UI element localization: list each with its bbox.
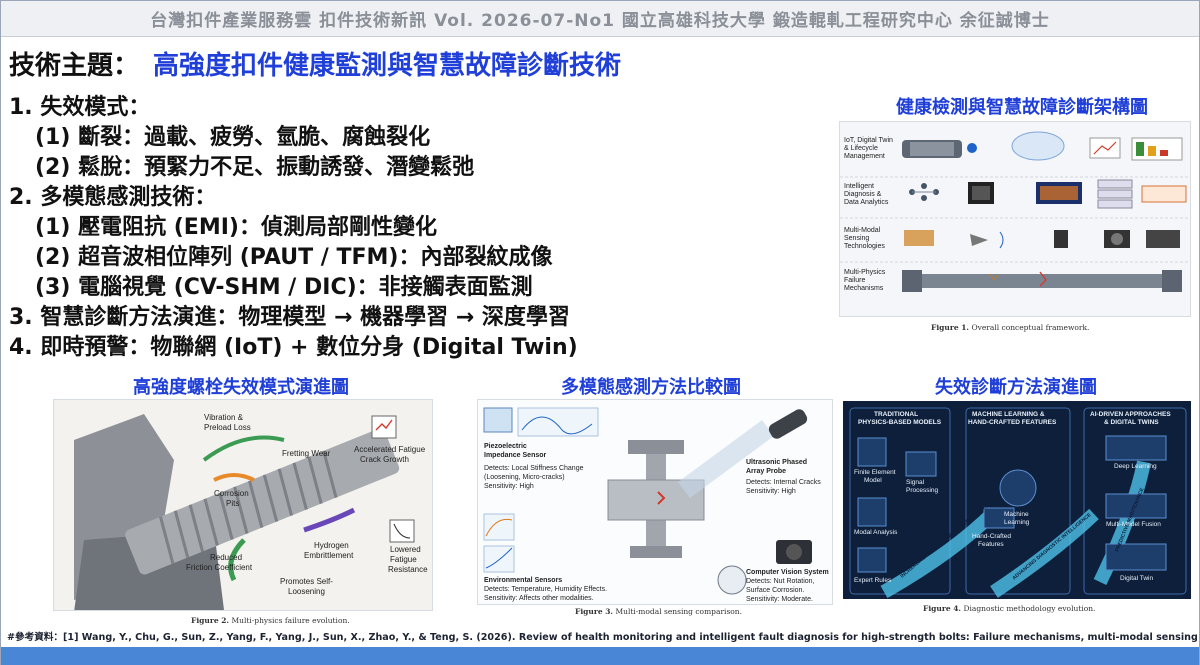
- outline-item: (1) 斷裂：過載、疲勞、氫脆、腐蝕裂化: [35, 125, 431, 150]
- svg-text:Fatigue: Fatigue: [390, 555, 417, 564]
- svg-text:Modal Analysis: Modal Analysis: [854, 529, 898, 536]
- svg-text:Array Probe: Array Probe: [746, 468, 786, 475]
- outline-item: 4. 即時預警：物聯網 (IoT) + 數位分身 (Digital Twin): [9, 335, 578, 360]
- diagnosis-figure: TRADITIONAL PHYSICS-BASED MODELS MACHINE…: [843, 401, 1191, 599]
- svg-text:Digital Twin: Digital Twin: [1120, 575, 1154, 582]
- outline-item: 2. 多模態感測技術：: [9, 185, 217, 210]
- svg-text:Fretting Wear: Fretting Wear: [282, 449, 331, 458]
- svg-text:PHYSICS-BASED MODELS: PHYSICS-BASED MODELS: [858, 419, 942, 426]
- svg-text:Diagnosis &: Diagnosis &: [844, 191, 882, 198]
- framework-figure-title: 健康檢測與智慧故障診斷架構圖: [896, 97, 1148, 118]
- svg-text:Sensing: Sensing: [844, 235, 869, 242]
- sensing-figure: Piezoelectric Impedance Sensor Detects: …: [477, 399, 833, 605]
- outline-item: (3) 電腦視覺 (CV-SHM / DIC)：非接觸表面監測: [35, 275, 533, 300]
- svg-text:Corrosion: Corrosion: [214, 489, 249, 498]
- svg-text:Pits: Pits: [226, 499, 239, 508]
- svg-text:Learning: Learning: [1004, 519, 1030, 526]
- svg-text:IoT, Digital Twin: IoT, Digital Twin: [844, 137, 893, 144]
- diagnosis-figure-title: 失效診斷方法演進圖: [935, 377, 1097, 398]
- svg-text:Sensitivity: High: Sensitivity: High: [484, 483, 534, 490]
- svg-text:Promotes Self-: Promotes Self-: [280, 577, 333, 586]
- svg-text:& Lifecycle: & Lifecycle: [844, 145, 878, 152]
- svg-text:Sensitivity: Affects other mod: Sensitivity: Affects other modalities.: [484, 595, 594, 602]
- svg-text:Friction Coefficient: Friction Coefficient: [186, 563, 253, 572]
- outline-item: 3. 智慧診斷方法演進：物理模型 → 機器學習 → 深度學習: [9, 305, 570, 330]
- framework-caption: Figure 1. Overall conceptual framework.: [931, 323, 1090, 332]
- diagnosis-caption: Figure 4. Diagnostic methodology evoluti…: [923, 604, 1096, 613]
- svg-text:Detects: Temperature, Humidity: Detects: Temperature, Humidity Effects.: [484, 586, 607, 593]
- svg-text:Detects: Internal Cracks: Detects: Internal Cracks: [746, 479, 821, 486]
- svg-text:Data Analytics: Data Analytics: [844, 199, 889, 206]
- svg-text:Hand-Crafted: Hand-Crafted: [972, 533, 1011, 540]
- reference-text: #參考資料：[1] Wang, Y., Chu, G., Sun, Z., Ya…: [7, 632, 1197, 643]
- svg-text:Multi-Physics: Multi-Physics: [844, 269, 886, 276]
- svg-text:Processing: Processing: [906, 487, 939, 494]
- svg-text:Crack Growth: Crack Growth: [360, 455, 409, 464]
- outline-item: (1) 壓電阻抗 (EMI)：偵測局部剛性變化: [35, 215, 437, 240]
- svg-text:Mechanisms: Mechanisms: [844, 285, 884, 292]
- svg-text:Ultrasonic Phased: Ultrasonic Phased: [746, 459, 807, 466]
- svg-text:Vibration &: Vibration &: [204, 413, 244, 422]
- svg-text:Multi-Modal: Multi-Modal: [844, 227, 881, 234]
- svg-text:Multi-Model Fusion: Multi-Model Fusion: [1106, 521, 1161, 528]
- svg-text:Accelerated Fatigue: Accelerated Fatigue: [354, 445, 426, 454]
- svg-text:Detects: Local Stiffness Chang: Detects: Local Stiffness Change: [484, 465, 584, 472]
- footer-bar: [1, 647, 1199, 665]
- svg-text:Signal: Signal: [906, 479, 925, 486]
- topic-line: 技術主題： 高強度扣件健康監測與智慧故障診斷技術: [9, 45, 621, 82]
- sensing-caption: Figure 3. Multi-modal sensing comparison…: [575, 607, 743, 616]
- topic-title: 高強度扣件健康監測與智慧故障診斷技術: [153, 51, 622, 81]
- newsletter-header: 台灣扣件產業服務雲 扣件技術新訊 Vol. 2026-07-No1 國立高雄科技…: [1, 1, 1199, 37]
- svg-text:Reduced: Reduced: [210, 553, 242, 562]
- svg-text:Machine: Machine: [1004, 511, 1029, 518]
- svg-text:Environmental Sensors: Environmental Sensors: [484, 577, 562, 584]
- outline-item: (2) 鬆脫：預緊力不足、振動誘發、潛變鬆弛: [35, 155, 475, 180]
- svg-text:Management: Management: [844, 153, 885, 160]
- outline-item: 1. 失效模式：: [9, 95, 151, 120]
- svg-text:Surface Corrosion.: Surface Corrosion.: [746, 587, 804, 594]
- svg-text:Embrittlement: Embrittlement: [304, 551, 354, 560]
- svg-text:HAND-CRAFTED FEATURES: HAND-CRAFTED FEATURES: [968, 419, 1057, 426]
- svg-text:MACHINE LEARNING &: MACHINE LEARNING &: [972, 411, 1045, 418]
- svg-text:Resistance: Resistance: [388, 565, 428, 574]
- svg-text:Technologies: Technologies: [844, 243, 885, 250]
- outline-list: 1. 失效模式： (1) 斷裂：過載、疲勞、氫脆、腐蝕裂化 (2) 鬆脫：預緊力…: [9, 93, 839, 365]
- svg-text:Impedance Sensor: Impedance Sensor: [484, 452, 547, 459]
- svg-text:Computer Vision System: Computer Vision System: [746, 569, 829, 576]
- svg-text:(Loosening, Micro-cracks): (Loosening, Micro-cracks): [484, 474, 565, 481]
- svg-text:Detects: Nut Rotation,: Detects: Nut Rotation,: [746, 578, 815, 585]
- sensing-figure-title: 多模態感測方法比較圖: [561, 377, 741, 398]
- topic-label: 技術主題：: [9, 51, 140, 81]
- header-text: 台灣扣件產業服務雲 扣件技術新訊 Vol. 2026-07-No1 國立高雄科技…: [150, 11, 1050, 31]
- svg-text:Loosening: Loosening: [288, 587, 325, 596]
- svg-text:Expert Rules: Expert Rules: [854, 577, 892, 584]
- svg-text:Failure: Failure: [844, 277, 866, 284]
- svg-text:Deep Learning: Deep Learning: [1114, 463, 1157, 470]
- svg-text:Sensitivity: High: Sensitivity: High: [746, 488, 796, 495]
- svg-text:& DIGITAL TWINS: & DIGITAL TWINS: [1104, 419, 1159, 426]
- failure-figure: Vibration &Preload Loss Fretting Wear Ac…: [53, 399, 433, 611]
- svg-text:Features: Features: [978, 541, 1004, 548]
- failure-caption: Figure 2. Multi-physics failure evolutio…: [191, 616, 350, 625]
- svg-text:Lowered: Lowered: [390, 545, 421, 554]
- bolt-failure-illustration: Vibration &Preload Loss Fretting Wear Ac…: [54, 400, 432, 610]
- outline-item: (2) 超音波相位陣列 (PAUT / TFM)：內部裂紋成像: [35, 245, 553, 270]
- svg-text:Intelligent: Intelligent: [844, 183, 874, 190]
- svg-text:Finite Element: Finite Element: [854, 469, 896, 476]
- svg-text:Sensitivity: Moderate.: Sensitivity: Moderate.: [746, 596, 813, 603]
- sensing-comparison-illustration: Piezoelectric Impedance Sensor Detects: …: [478, 400, 832, 604]
- svg-text:TRADITIONAL: TRADITIONAL: [874, 411, 918, 418]
- svg-text:Hydrogen: Hydrogen: [314, 541, 349, 550]
- failure-figure-title: 高強度螺栓失效模式演進圖: [133, 377, 349, 398]
- svg-text:Piezoelectric: Piezoelectric: [484, 443, 527, 450]
- svg-text:AI-DRIVEN APPROACHES: AI-DRIVEN APPROACHES: [1090, 411, 1171, 418]
- svg-text:Preload Loss: Preload Loss: [204, 423, 251, 432]
- svg-text:Model: Model: [864, 477, 882, 484]
- diagnosis-evolution-illustration: TRADITIONAL PHYSICS-BASED MODELS MACHINE…: [844, 402, 1190, 598]
